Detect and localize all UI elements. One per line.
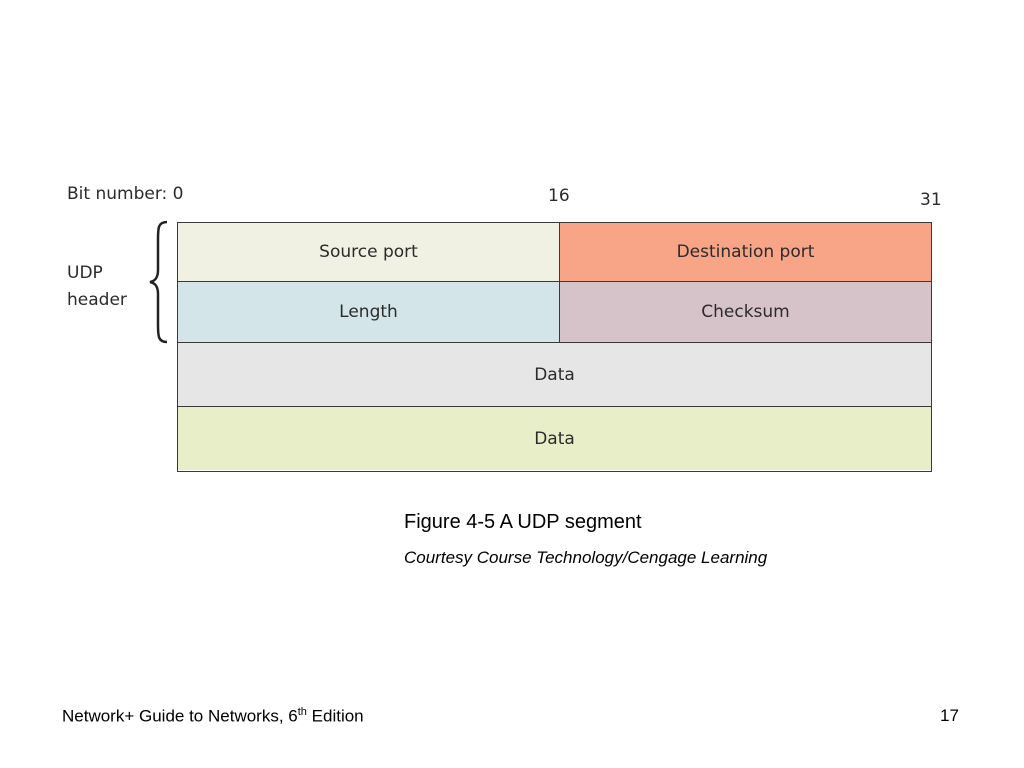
udp-segment-diagram: Source port Destination port Length Chec… — [177, 222, 932, 472]
udp-header-label-line2: header — [67, 290, 127, 310]
udp-header-label: UDP header — [67, 260, 127, 314]
curly-brace-icon — [149, 220, 168, 344]
row-length-checksum: Length Checksum — [178, 282, 931, 343]
data-field-2: Data — [178, 407, 931, 470]
row-data-1: Data — [178, 343, 931, 407]
footer-title: Network+ Guide to Networks, 6th Edition — [62, 706, 364, 727]
footer-title-sup: th — [297, 706, 307, 718]
bit-16-label: 16 — [548, 186, 570, 206]
footer-title-suffix: Edition — [306, 706, 364, 726]
row-ports: Source port Destination port — [178, 223, 931, 282]
figure-credit: Courtesy Course Technology/Cengage Learn… — [404, 548, 768, 567]
figure-caption: Figure 4-5 A UDP segment — [404, 511, 642, 533]
footer-title-prefix: Network+ Guide to Networks, 6 — [62, 706, 298, 726]
bit-number-label: Bit number: 0 — [67, 184, 184, 204]
bit-31-label: 31 — [920, 190, 942, 210]
checksum-field: Checksum — [560, 282, 931, 342]
data-field-1: Data — [178, 343, 931, 406]
page-number: 17 — [940, 706, 959, 725]
source-port-field: Source port — [178, 223, 560, 281]
udp-header-label-line1: UDP — [67, 263, 103, 283]
length-field: Length — [178, 282, 560, 342]
destination-port-field: Destination port — [560, 223, 931, 281]
row-data-2: Data — [178, 407, 931, 470]
